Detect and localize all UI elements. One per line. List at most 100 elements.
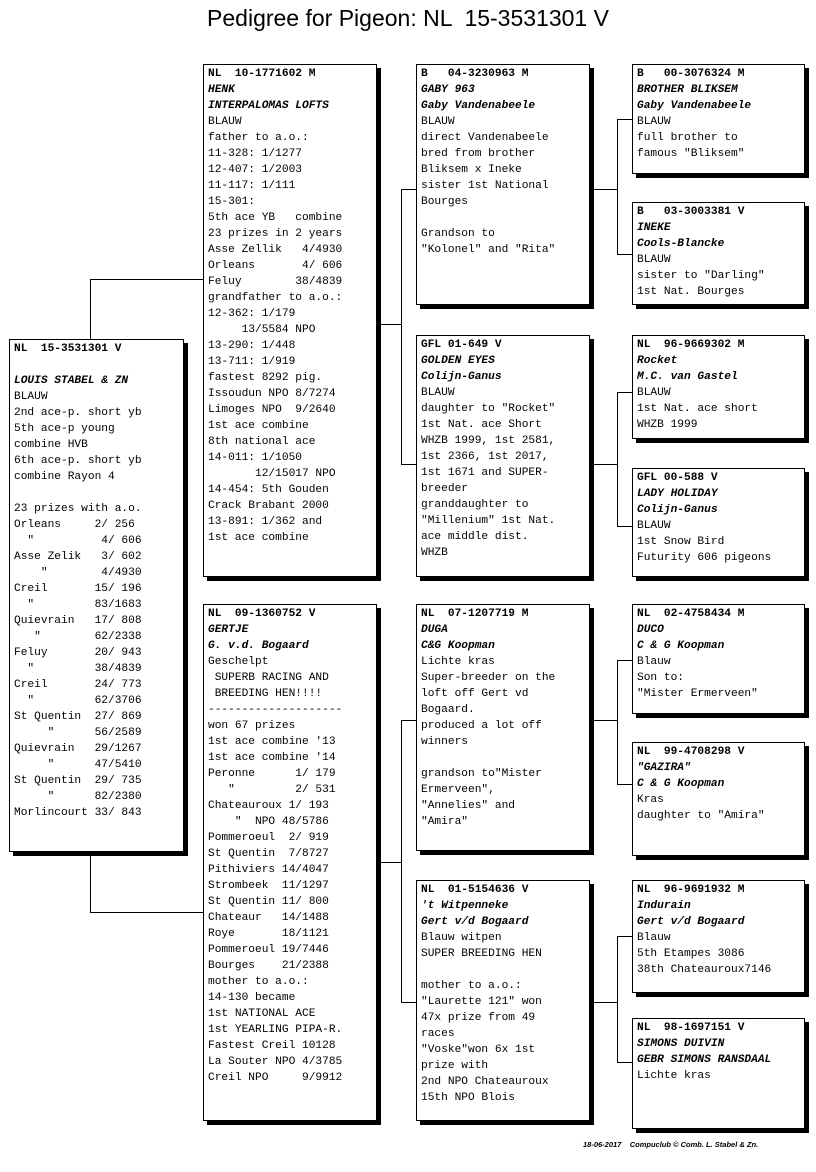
pedigree-line: "Millenium" 1st Nat. <box>421 515 556 527</box>
pedigree-line: 5th ace-p young <box>14 423 115 435</box>
pedigree-line: "Voske"won 6x 1st <box>421 1044 536 1056</box>
pedigree-line: sister 1st National <box>421 180 549 192</box>
pedigree-line: BROTHER BLIKSEM <box>637 84 738 96</box>
pedigree-line: 't Witpenneke <box>421 900 509 912</box>
pedigree-line: " 2/ 531 <box>208 784 336 796</box>
connector-line <box>377 862 401 863</box>
connector-line <box>590 1002 617 1003</box>
pedigree-line: 1st NATIONAL ACE <box>208 1008 316 1020</box>
pedigree-line: BLAUW <box>421 116 455 128</box>
pedigree-line: St Quentin 27/ 869 <box>14 711 142 723</box>
pedigree-line: mother to a.o.: <box>421 980 522 992</box>
pedigree-line: 23 prizes with a.o. <box>14 503 142 515</box>
pedigree-line: Blauw <box>637 932 671 944</box>
pedigree-line: DUCO <box>637 624 664 636</box>
pedigree-line: grandson to"Mister <box>421 768 542 780</box>
pedigree-line: Issoudun NPO 8/7274 <box>208 388 336 400</box>
pedigree-line: Grandson to <box>421 228 495 240</box>
connector-line <box>90 279 91 340</box>
pedigree-line: Chateaur 14/1488 <box>208 912 329 924</box>
pedigree-line: 6th ace-p. short yb <box>14 455 142 467</box>
pedigree-line: mother to a.o.: <box>208 976 309 988</box>
connector-line <box>401 189 417 190</box>
ring-number: B 03-3003381 V <box>637 206 745 218</box>
pedigree-line: 1st ace combine '13 <box>208 736 336 748</box>
pedigree-line: 2nd ace-p. short yb <box>14 407 142 419</box>
pedigree-line: Chateauroux 1/ 193 <box>208 800 329 812</box>
pedigree-line: Creil NPO 9/9912 <box>208 1072 343 1084</box>
pedigree-line: famous "Bliksem" <box>637 148 745 160</box>
connector-line <box>90 912 204 913</box>
pedigree-line: Rocket <box>637 355 678 367</box>
pedigree-line: BREEDING HEN!!!! <box>208 688 323 700</box>
pedigree-line: daughter to "Amira" <box>637 810 765 822</box>
pedigree-line: 15-301: <box>208 196 255 208</box>
pedigree-line: 38th Chateauroux7146 <box>637 964 772 976</box>
connector-line <box>617 1062 633 1063</box>
pedigree-line: Lichte kras <box>421 656 495 668</box>
pedigree-line <box>14 485 179 501</box>
pedigree-line: Feluy 20/ 943 <box>14 647 142 659</box>
ring-number: B 00-3076324 M <box>637 68 745 80</box>
pedigree-line: "GAZIRA" <box>637 762 691 774</box>
pedigree-line: INEKE <box>637 222 671 234</box>
pedigree-line: combine Rayon 4 <box>14 471 115 483</box>
pedigree-line: 13-290: 1/448 <box>208 340 296 352</box>
ring-number: NL 01-5154636 V <box>421 884 529 896</box>
pedigree-line: LOUIS STABEL & ZN <box>14 375 129 387</box>
connector-line <box>617 936 618 1062</box>
pedigree-line: Bogaard. <box>421 704 475 716</box>
pedigree-line: Orleans 4/ 606 <box>208 260 343 272</box>
pedigree-line <box>14 357 179 373</box>
pedigree-line: BLAUW <box>421 387 455 399</box>
connector-line <box>617 119 633 120</box>
pedigree-line: "Amira" <box>421 816 468 828</box>
pedigree-line: Indurain <box>637 900 691 912</box>
pedigree-line: Limoges NPO 9/2640 <box>208 404 336 416</box>
pedigree-line: BLAUW <box>208 116 242 128</box>
pedigree-line: Morlincourt 33/ 843 <box>14 807 142 819</box>
pedigree-line: " 83/1683 <box>14 599 142 611</box>
connector-line <box>401 720 402 1002</box>
connector-line <box>617 660 633 661</box>
pedigree-line: C & G Koopman <box>637 778 725 790</box>
pedigree-line: 8th national ace <box>208 436 316 448</box>
pedigree-line: C&G Koopman <box>421 640 495 652</box>
pedigree-line: 5th Etampes 3086 <box>637 948 745 960</box>
pedigree-line: Creil 24/ 773 <box>14 679 142 691</box>
pedigree-line: " 56/2589 <box>14 727 142 739</box>
pedigree-line: Asse Zelik 3/ 602 <box>14 551 142 563</box>
connector-line <box>617 392 618 526</box>
connector-line <box>617 784 633 785</box>
pedigree-line: BLAUW <box>14 391 48 403</box>
pedigree-line: Asse Zellik 4/4930 <box>208 244 343 256</box>
pedigree-line: LADY HOLIDAY <box>637 488 718 500</box>
connector-line <box>401 720 417 721</box>
connector-line <box>401 1002 417 1003</box>
pedigree-line: BLAUW <box>637 116 671 128</box>
pedigree-line: Gert v/d Bogaard <box>421 916 529 928</box>
connector-line <box>617 119 618 254</box>
pedigree-line: 12/15017 NPO <box>208 468 336 480</box>
pedigree-line: Feluy 38/4839 <box>208 276 343 288</box>
connector-line <box>401 189 402 464</box>
pedigree-line: Gert v/d Bogaard <box>637 916 745 928</box>
ring-number: NL 09-1360752 V <box>208 608 316 620</box>
pedigree-line: " 4/ 606 <box>14 535 142 547</box>
pedigree-line: Son to: <box>637 672 684 684</box>
pedigree-line: 5th ace YB combine <box>208 212 343 224</box>
footer-credit: 18-06-2017 Compuclub © Comb. L. Stabel &… <box>583 1140 759 1149</box>
pedigree-line: "Mister Ermerveen" <box>637 688 758 700</box>
pedigree-line: Colijn-Ganus <box>637 504 718 516</box>
